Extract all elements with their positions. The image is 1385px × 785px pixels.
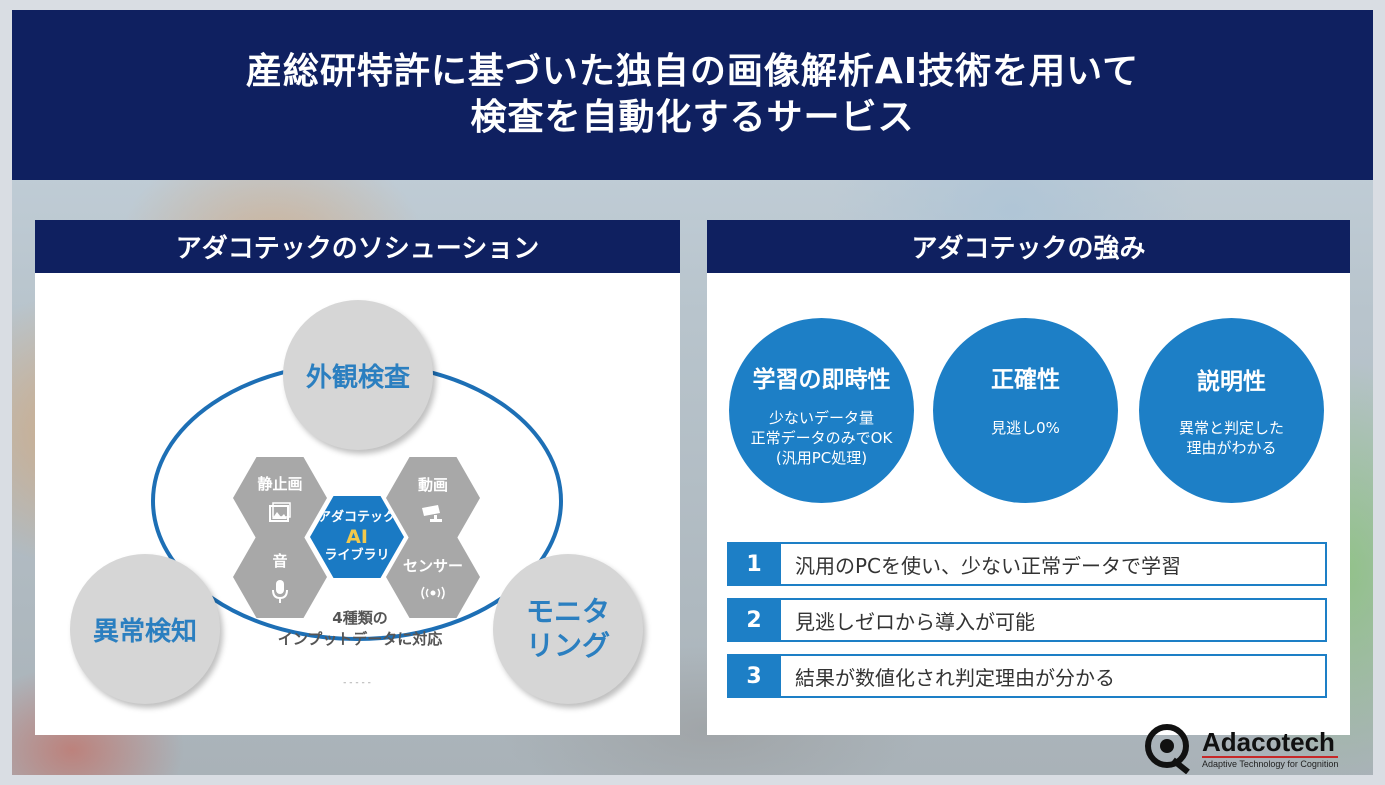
- anomaly-detection-circle: 異常検知: [70, 554, 220, 704]
- input-data-caption-line2: インプットデータに対応: [277, 630, 443, 648]
- anomaly-detection-label: 異常検知: [92, 616, 197, 647]
- hex-sound-label: 音: [272, 551, 288, 570]
- title-line-2: 検査を自動化するサービス: [470, 97, 915, 138]
- strengths-panel-header: アダコテックの強み: [707, 220, 1350, 273]
- strength-immediacy-line1: 少ないデータ量: [768, 409, 874, 427]
- point-number-1: 1: [727, 542, 781, 586]
- strength-accuracy-title: 正確性: [991, 367, 1060, 393]
- solution-panel-header: アダコテックのソシューション: [35, 220, 680, 273]
- strength-explainability-circle: 説明性 異常と判定した 理由がわかる: [1139, 318, 1324, 503]
- strength-explainability-title: 説明性: [1197, 369, 1266, 395]
- microphone-icon: [272, 579, 288, 603]
- sensor-wave-icon: [421, 586, 445, 599]
- appearance-inspection-circle: 外観検査: [283, 300, 433, 450]
- strength-explainability-line1: 異常と判定した: [1178, 419, 1284, 437]
- point-row-3: 3 結果が数値化され判定理由が分かる: [727, 654, 1327, 698]
- hex-sensor: センサー: [386, 536, 480, 618]
- strength-immediacy-title: 学習の即時性: [752, 367, 891, 393]
- point-text-1: 汎用のPCを使い、少ない正常データで学習: [795, 553, 1182, 578]
- logo-tagline: Adaptive Technology for Cognition: [1202, 755, 1339, 769]
- svg-text:- - - - -: - - - - -: [343, 678, 371, 688]
- point-number-3: 3: [727, 654, 781, 698]
- ai-library-line2: ライブラリ: [324, 548, 390, 563]
- appearance-inspection-label: 外観検査: [305, 362, 410, 393]
- strength-immediacy-circle: 学習の即時性 少ないデータ量 正常データのみでOK (汎用PC処理): [729, 318, 914, 503]
- strength-accuracy-circle: 正確性 見逃し0%: [933, 318, 1118, 503]
- monitoring-label-line1: モニタ: [525, 595, 610, 628]
- ai-library-line1: アダコテック: [317, 510, 396, 525]
- point-row-1: 1 汎用のPCを使い、少ない正常データで学習: [727, 542, 1327, 586]
- strengths-panel: アダコテックの強み 学習の即時性 少ないデータ量 正常データのみでOK (汎用P…: [707, 220, 1350, 735]
- monitoring-circle: モニタ リング: [493, 554, 643, 704]
- hex-video-label: 動画: [417, 475, 448, 494]
- input-data-caption-line1: 4種類の: [332, 609, 388, 627]
- strength-immediacy-line3: (汎用PC処理): [775, 449, 868, 467]
- image-icon: [269, 501, 291, 522]
- point-text-3: 結果が数値化され判定理由が分かる: [795, 665, 1115, 690]
- input-data-caption: 4種類の インプットデータに対応: [240, 608, 480, 650]
- hex-sensor-label: センサー: [402, 556, 463, 575]
- hex-sound: 音: [233, 536, 327, 618]
- monitoring-label-line2: リング: [525, 629, 610, 662]
- hex-still-image-label: 静止画: [257, 474, 303, 493]
- ai-library-ai: AI: [346, 526, 368, 548]
- strength-accuracy-line1: 見逃し0%: [991, 419, 1060, 437]
- point-number-2: 2: [727, 598, 781, 642]
- strength-explainability-line2: 理由がわかる: [1186, 439, 1277, 457]
- logo-mark-icon: [1145, 724, 1190, 774]
- point-row-2: 2 見逃しゼロから導入が可能: [727, 598, 1327, 642]
- title-line-1: 産総研特許に基づいた独自の画像解析AI技術を用いて: [245, 51, 1140, 92]
- title-banner: 産総研特許に基づいた独自の画像解析AI技術を用いて 検査を自動化するサービス: [12, 10, 1373, 180]
- adacotech-logo: Adacotech Adaptive Technology for Cognit…: [1140, 722, 1365, 774]
- logo-wordmark: Adacotech: [1202, 726, 1335, 757]
- solution-panel: アダコテックのソシューション - - - - - 外観検査 異常検知 モニタ リ…: [35, 220, 680, 735]
- camera-icon: [422, 504, 442, 522]
- strength-immediacy-line2: 正常データのみでOK: [750, 429, 893, 447]
- point-text-2: 見逃しゼロから導入が可能: [795, 609, 1035, 634]
- slide: 産総研特許に基づいた独自の画像解析AI技術を用いて 検査を自動化するサービス ア…: [12, 10, 1373, 775]
